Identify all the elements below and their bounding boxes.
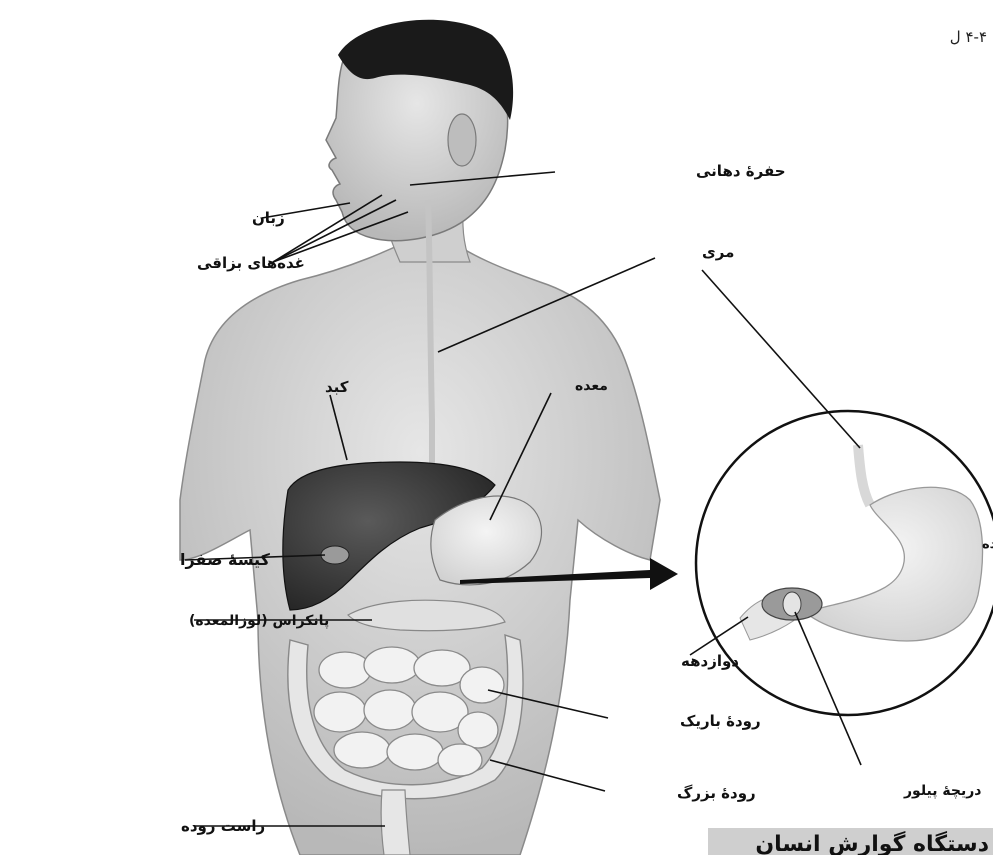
ear — [448, 114, 476, 166]
label-rectum: راست روده — [181, 817, 265, 835]
rectum-organ — [381, 790, 410, 855]
label-oral-cavity: حفرهٔ دهانی — [696, 162, 786, 180]
label-gallbladder: کیسهٔ صفرا — [180, 550, 271, 569]
label-stomach-inset: معده — [982, 537, 993, 552]
pylorus-opening — [783, 592, 801, 616]
label-liver: کبد — [325, 378, 349, 396]
label-small-intestine: رودهٔ باریک — [680, 712, 761, 730]
label-pancreas: پانکراس (لوزالمعده) — [189, 613, 329, 629]
gallbladder-organ — [321, 546, 349, 564]
label-duodenum: دوازدهه — [681, 652, 739, 670]
label-salivary-glands: غده‌های بزاقی — [197, 254, 305, 272]
label-large-intestine: رودهٔ بزرگ — [677, 784, 756, 802]
label-pylorus: دریچهٔ پیلور — [903, 783, 981, 799]
label-stomach: معده — [575, 378, 608, 394]
figure-caption: دستگاه گوارش انسان — [708, 828, 993, 855]
label-tongue: زبان — [252, 209, 285, 227]
label-esophagus: مری — [702, 243, 734, 261]
